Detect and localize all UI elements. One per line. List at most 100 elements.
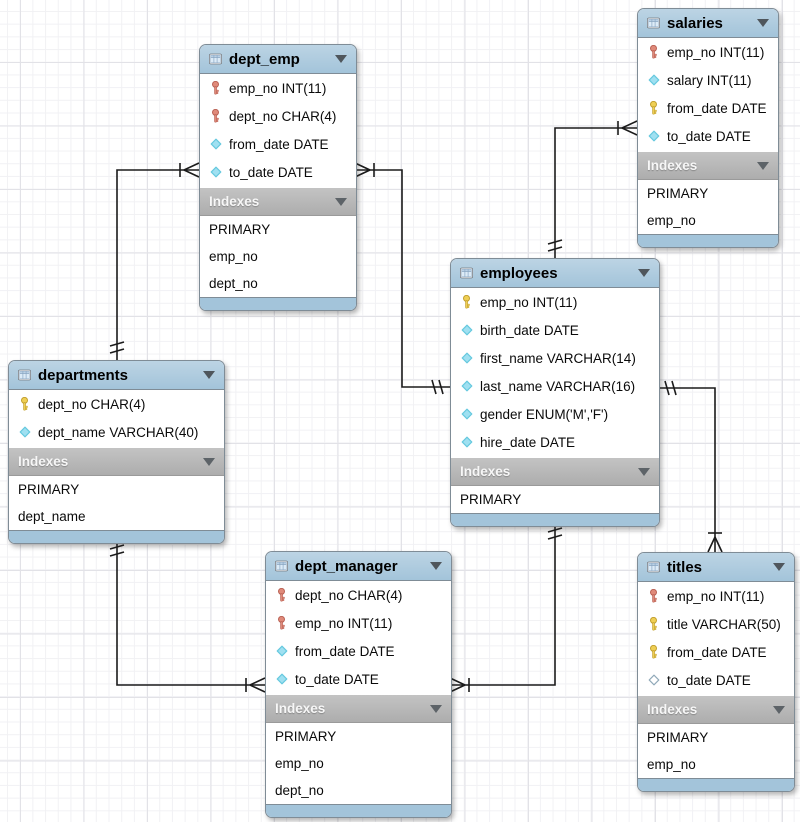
collapse-arrow-icon[interactable] [203,457,215,466]
relationship-dept_emp-employees[interactable] [354,162,450,395]
collapse-arrow-icon[interactable] [638,269,650,277]
column-row[interactable]: to_date DATE [200,158,356,186]
column-row[interactable]: dept_no CHAR(4) [200,102,356,130]
indexes-label: Indexes [460,464,511,479]
collapse-arrow-icon[interactable] [335,55,347,63]
relationship-dept_manager-employees[interactable] [449,521,563,693]
index-row[interactable]: PRIMARY [647,186,709,201]
table-header[interactable]: employees [451,259,659,288]
index-row[interactable]: PRIMARY [18,482,80,497]
column-row[interactable]: birth_date DATE [451,316,659,344]
column-type: INT(11) [719,588,765,604]
column-diamond-icon [647,74,660,86]
table-header[interactable]: departments [9,361,224,390]
collapse-arrow-icon[interactable] [757,19,769,27]
indexes-header[interactable]: Indexes [266,693,451,723]
indexes-header[interactable]: Indexes [9,446,224,476]
collapse-arrow-icon[interactable] [773,705,785,714]
indexes-section: PRIMARY [451,486,659,513]
collapse-arrow-icon[interactable] [773,563,785,571]
index-row[interactable]: PRIMARY [647,730,709,745]
column-row[interactable]: emp_no INT(11) [451,288,659,316]
table-header[interactable]: dept_manager [266,552,451,581]
indexes-header[interactable]: Indexes [638,150,778,180]
column-row[interactable]: dept_no CHAR(4) [9,390,224,418]
table-header[interactable]: titles [638,553,794,582]
index-row[interactable]: dept_name [18,509,86,524]
collapse-arrow-icon[interactable] [638,467,650,476]
column-type: VARCHAR(50) [691,616,781,632]
table-icon [275,559,288,573]
index-row[interactable]: PRIMARY [209,222,271,237]
collapse-arrow-icon[interactable] [335,197,347,206]
column-row[interactable]: emp_no INT(11) [200,74,356,102]
column-name: to_date [229,164,275,180]
table-header[interactable]: dept_emp [200,45,356,74]
column-row[interactable]: first_name VARCHAR(14) [451,344,659,372]
index-row[interactable]: dept_no [209,276,258,291]
column-row[interactable]: from_date DATE [200,130,356,158]
column-row[interactable]: from_date DATE [638,94,778,122]
column-row[interactable]: emp_no INT(11) [638,38,778,66]
column-row[interactable]: from_date DATE [266,637,451,665]
indexes-label: Indexes [275,701,326,716]
indexes-label: Indexes [18,454,69,469]
column-row[interactable]: last_name VARCHAR(16) [451,372,659,400]
relationship-salaries-employees[interactable] [547,120,638,258]
column-type: DATE [293,136,329,152]
index-row[interactable]: emp_no [275,756,324,771]
column-row[interactable]: from_date DATE [638,638,794,666]
collapse-arrow-icon[interactable] [430,562,442,570]
column-name: dept_no [229,108,278,124]
table-icon [18,368,31,382]
indexes-header[interactable]: Indexes [638,694,794,724]
column-row[interactable]: to_date DATE [638,122,778,150]
index-row[interactable]: PRIMARY [275,729,337,744]
index-row[interactable]: emp_no [647,757,696,772]
relationship-dept_manager-departments[interactable] [109,538,266,693]
relationship-dept_emp-departments[interactable] [109,162,200,360]
column-row[interactable]: title VARCHAR(50) [638,610,794,638]
column-row[interactable]: salary INT(11) [638,66,778,94]
index-row[interactable]: dept_no [275,783,324,798]
table-title: dept_manager [295,557,398,575]
column-row[interactable]: emp_no INT(11) [638,582,794,610]
index-row[interactable]: emp_no [647,213,696,228]
index-row[interactable]: emp_no [209,249,258,264]
column-type: VARCHAR(14) [546,350,636,366]
collapse-arrow-icon[interactable] [430,704,442,713]
indexes-section: PRIMARY emp_no dept_no [266,723,451,804]
table-icon [647,560,660,574]
indexes-header[interactable]: Indexes [451,456,659,486]
index-row[interactable]: PRIMARY [460,492,522,507]
table-dept_manager[interactable]: dept_manager dept_no CHAR(4)emp_no INT(11… [265,551,452,818]
table-header[interactable]: salaries [638,9,778,38]
column-row[interactable]: dept_no CHAR(4) [266,581,451,609]
foreign-key-icon [647,589,660,603]
column-type: DATE [543,322,579,338]
column-name: birth_date [480,322,541,338]
indexes-header[interactable]: Indexes [200,186,356,216]
relationship-titles-employees[interactable] [658,380,723,553]
column-type: INT(11) [706,72,752,88]
column-name: last_name [480,378,543,394]
collapse-arrow-icon[interactable] [203,371,215,379]
column-row[interactable]: gender ENUM('M','F') [451,400,659,428]
column-row[interactable]: hire_date DATE [451,428,659,456]
column-row[interactable]: dept_name VARCHAR(40) [9,418,224,446]
column-row[interactable]: emp_no INT(11) [266,609,451,637]
column-row[interactable]: to_date DATE [266,665,451,693]
column-type: DATE [715,128,751,144]
collapse-arrow-icon[interactable] [757,161,769,170]
foreign-key-icon [647,45,660,59]
column-diamond-icon [460,436,473,448]
column-diamond-icon [460,380,473,392]
columns-section: dept_no CHAR(4)emp_no INT(11)from_date D… [266,581,451,693]
column-row[interactable]: to_date DATE [638,666,794,694]
